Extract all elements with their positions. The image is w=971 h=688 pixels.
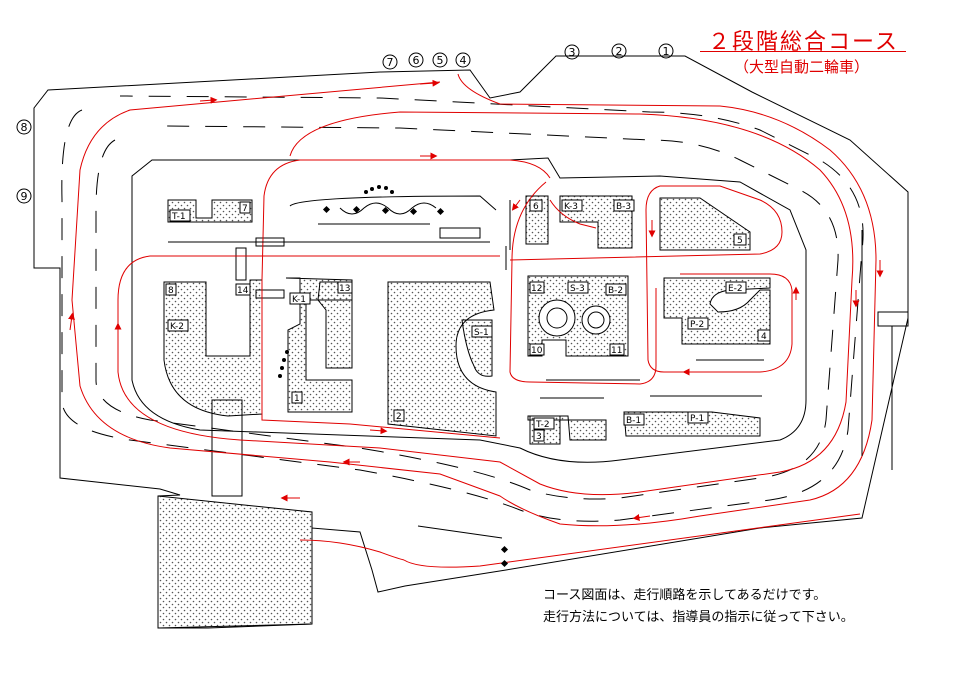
outer-boundary xyxy=(33,55,909,629)
label-k2: K-2 xyxy=(170,322,184,332)
svg-text:5: 5 xyxy=(437,54,444,67)
label-t2: T-2 xyxy=(535,420,550,430)
reference-numbers: ①1 2 3 4 5 6 7 8 9 xyxy=(16,43,674,204)
label-s1: S-1 xyxy=(474,328,489,338)
label-k1: K-1 xyxy=(292,295,306,305)
course-note-1: コース図面は、走行順路を示してあるだけです。 xyxy=(543,588,827,603)
lane-dashes xyxy=(61,95,864,522)
svg-text:7: 7 xyxy=(387,56,394,69)
crosswalks xyxy=(211,227,909,497)
svg-text:6: 6 xyxy=(413,54,420,67)
label-5: 5 xyxy=(737,236,743,246)
label-8: 8 xyxy=(168,286,174,296)
svg-text:8: 8 xyxy=(21,121,28,134)
label-1: 1 xyxy=(294,394,300,404)
svg-text:4: 4 xyxy=(460,54,467,67)
route-arrows xyxy=(68,79,884,521)
cone-markers xyxy=(278,185,509,568)
title-underline xyxy=(700,51,906,52)
label-4: 4 xyxy=(761,332,767,342)
course-subtitle: （大型自動二輪車） xyxy=(734,58,870,76)
label-b2: B-2 xyxy=(608,286,623,296)
label-b1: B-1 xyxy=(626,416,641,426)
s3-circles xyxy=(538,299,611,337)
label-2: 2 xyxy=(396,412,402,422)
course-note-2: 走行方法については、指導員の指示に従って下さい。 xyxy=(543,610,854,625)
label-7: 7 xyxy=(242,204,248,214)
svg-text:3: 3 xyxy=(569,46,576,59)
label-k3: K-3 xyxy=(564,202,578,212)
course-title: ２段階総合コース xyxy=(708,30,899,55)
label-11: 11 xyxy=(611,346,622,356)
label-s3: S-3 xyxy=(570,284,585,294)
blocks xyxy=(157,195,771,629)
route-lines xyxy=(71,73,877,568)
label-10: 10 xyxy=(531,346,543,356)
label-p2: P-2 xyxy=(690,320,704,330)
label-12: 12 xyxy=(531,284,542,294)
label-6: 6 xyxy=(533,202,539,212)
label-e2: E-2 xyxy=(728,284,743,294)
road-markings xyxy=(168,195,893,539)
label-14: 14 xyxy=(237,286,249,296)
inner-outline xyxy=(131,157,807,463)
svg-text:1: 1 xyxy=(663,45,670,58)
svg-text:2: 2 xyxy=(616,45,623,58)
label-b3: B-3 xyxy=(616,202,631,212)
label-13: 13 xyxy=(339,284,350,294)
label-3: 3 xyxy=(536,432,542,442)
label-t1: T-1 xyxy=(171,212,186,222)
block-labels: T-1 7 8 14 K-2 K-1 13 1 2 S-1 6 K-3 B-3 … xyxy=(165,199,771,442)
label-p1: P-1 xyxy=(690,414,704,424)
svg-text:9: 9 xyxy=(21,190,28,203)
